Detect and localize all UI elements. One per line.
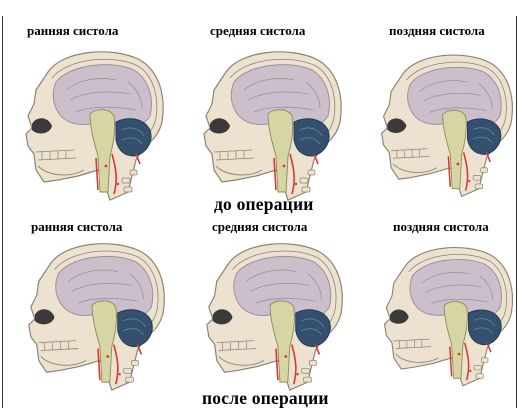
head-section-svg bbox=[196, 42, 346, 202]
head-section-early-systole-after bbox=[20, 234, 170, 392]
head-section-svg bbox=[198, 234, 348, 392]
label-mid-systole-after: средняя систола bbox=[212, 220, 307, 233]
head-section-early-systole-before bbox=[18, 42, 168, 202]
head-section-late-systole-after bbox=[377, 234, 517, 392]
label-late-systole-after: поздняя систола bbox=[393, 220, 489, 233]
caption-before-surgery: до операции bbox=[214, 196, 314, 214]
label-mid-systole-before: средняя систола bbox=[210, 24, 305, 37]
head-section-late-systole-before bbox=[374, 42, 517, 202]
head-section-mid-systole-before bbox=[196, 42, 346, 202]
head-section-svg bbox=[20, 234, 170, 392]
head-illustration bbox=[204, 52, 341, 200]
caption-after-surgery: после операции bbox=[202, 390, 329, 408]
head-section-svg bbox=[18, 42, 168, 202]
head-section-mid-systole-after bbox=[198, 234, 348, 392]
head-section-svg bbox=[374, 42, 517, 202]
label-early-systole-before: ранняя систола bbox=[27, 24, 118, 37]
label-early-systole-after: ранняя систола bbox=[31, 220, 122, 233]
head-illustration bbox=[382, 55, 513, 196]
head-illustration bbox=[207, 244, 342, 390]
head-illustration bbox=[384, 248, 512, 386]
label-late-systole-before: поздняя систола bbox=[389, 24, 485, 37]
head-illustration bbox=[26, 52, 163, 200]
frame-left-border bbox=[2, 16, 3, 408]
head-illustration bbox=[29, 244, 164, 390]
head-section-svg bbox=[377, 234, 517, 392]
